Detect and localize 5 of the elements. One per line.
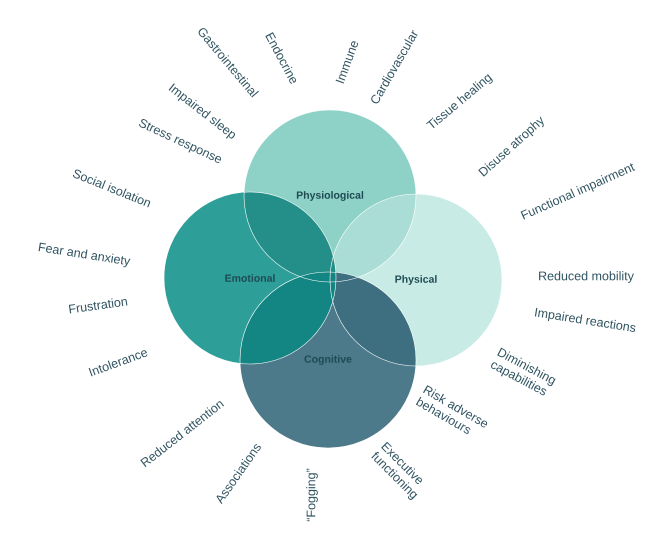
label-text: Impaired reactions	[534, 308, 636, 332]
label-text: “Fogging”	[306, 468, 318, 522]
label-text: Reduced mobility	[539, 271, 634, 283]
label-text: Frustration	[68, 298, 128, 314]
label-text: Fear and anxiety	[38, 242, 130, 268]
